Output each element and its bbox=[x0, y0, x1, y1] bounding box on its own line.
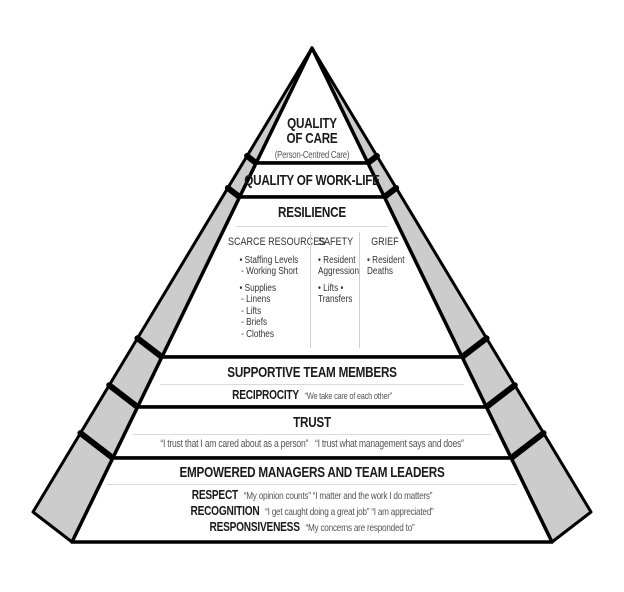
respect-quotes: “My opinion counts” “I matter and the wo… bbox=[243, 490, 433, 502]
list-subitem: Deaths bbox=[367, 266, 393, 277]
side-step-left-1 bbox=[244, 153, 260, 166]
responsiveness-quotes: “My concerns are responded to” bbox=[305, 522, 415, 534]
reciprocity-row: RECIPROCITY “We take care of each other” bbox=[195, 387, 429, 404]
trust-divider bbox=[133, 434, 491, 435]
side-step-right-5 bbox=[508, 430, 547, 461]
side-step-left-5 bbox=[77, 430, 116, 461]
trust-quote: “I trust that I am cared about as a pers… bbox=[160, 438, 309, 450]
trust-title: TRUST bbox=[293, 414, 331, 431]
list-item: • Resident bbox=[367, 254, 405, 266]
resilience-title: RESILIENCE bbox=[278, 204, 346, 221]
list-subitem: - Briefs bbox=[241, 317, 268, 328]
column-header: SAFETY bbox=[318, 236, 354, 248]
list-subitem: Transfers bbox=[318, 294, 353, 305]
list-item: • Staffing Levels bbox=[239, 254, 299, 266]
side-step-left-4 bbox=[106, 382, 141, 410]
respect-label: RESPECT bbox=[191, 487, 239, 502]
supportive-team-members-title: SUPPORTIVE TEAM MEMBERS bbox=[227, 364, 397, 381]
apex-subtitle: (Person-Centred Care) bbox=[274, 150, 350, 161]
resilience-column-grief: GRIEF • Resident Deaths bbox=[367, 236, 405, 278]
list-item: • Lifts • bbox=[318, 282, 344, 294]
side-step-right-4 bbox=[483, 382, 518, 410]
column-divider bbox=[359, 232, 360, 348]
list-subitem: - Clothes bbox=[241, 328, 274, 340]
resilience-column-safety: SAFETY • Resident Aggression • Lifts • T… bbox=[318, 236, 360, 306]
side-step-right-1 bbox=[364, 153, 380, 166]
reciprocity-label: RECIPROCITY bbox=[232, 387, 299, 402]
responsiveness-label: RESPONSIVENESS bbox=[209, 519, 300, 534]
resilience-column-scarce-resources: SCARCE RESOURCES • Staffing Levels - Wor… bbox=[228, 236, 326, 340]
trust-quotes-row: “I trust that I am cared about as a pers… bbox=[156, 438, 468, 451]
trust-quote: “I trust what management says and does” bbox=[314, 438, 464, 450]
side-step-left-3 bbox=[134, 335, 165, 360]
list-item: • Resident bbox=[318, 254, 356, 266]
empowered-divider bbox=[107, 484, 517, 485]
column-header: GRIEF bbox=[371, 236, 399, 248]
apex-title-line2: OF CARE bbox=[286, 130, 338, 147]
reciprocity-quote: “We take care of each other” bbox=[304, 391, 392, 402]
resilience-divider bbox=[236, 226, 388, 227]
quality-of-work-life-title: QUALITY OF WORK-LIFE bbox=[244, 172, 380, 189]
empowered-managers-title: EMPOWERED MANAGERS AND TEAM LEADERS bbox=[179, 464, 445, 481]
apex-title-line1: QUALITY bbox=[287, 115, 337, 132]
recognition-quotes: “I get caught doing a great job” “I am a… bbox=[265, 506, 434, 518]
recognition-label: RECOGNITION bbox=[190, 503, 260, 518]
respect-row: RESPECT “My opinion counts” “I matter an… bbox=[156, 487, 468, 504]
supportive-divider bbox=[160, 384, 464, 385]
column-divider bbox=[310, 232, 311, 348]
list-subitem: Aggression bbox=[318, 266, 360, 277]
side-step-right-3 bbox=[459, 335, 490, 360]
side-step-right-2 bbox=[381, 184, 400, 200]
list-subitem: - Linens bbox=[241, 294, 271, 305]
list-subitem: - Lifts bbox=[241, 305, 262, 317]
list-subitem: - Working Short bbox=[241, 266, 298, 277]
side-step-left-2 bbox=[224, 184, 243, 200]
list-item: • Supplies bbox=[239, 282, 277, 294]
responsiveness-row: RESPONSIVENESS “My concerns are responde… bbox=[156, 519, 468, 536]
pyramid-bands bbox=[70, 46, 554, 544]
column-header: SCARCE RESOURCES bbox=[228, 236, 326, 248]
empowered-managers-band bbox=[70, 456, 554, 544]
recognition-row: RECOGNITION “I get caught doing a great … bbox=[156, 503, 468, 520]
